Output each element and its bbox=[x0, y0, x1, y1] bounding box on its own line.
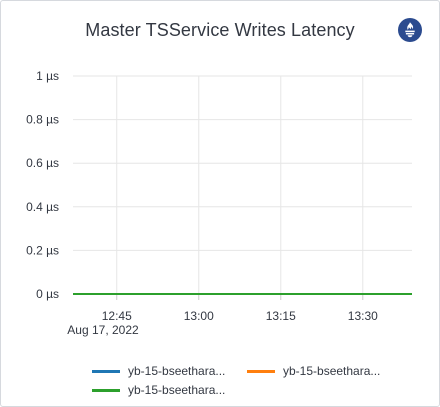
x-tick-label: 13:30 bbox=[348, 309, 378, 323]
legend-swatch bbox=[92, 369, 120, 373]
y-tick-label: 1 µs bbox=[36, 69, 59, 83]
legend-item[interactable]: yb-15-bseethara... bbox=[92, 364, 225, 378]
y-tick-label: 0.4 µs bbox=[26, 200, 59, 214]
legend-item[interactable]: yb-15-bseethara... bbox=[247, 364, 380, 378]
x-tick-label: 12:45 bbox=[102, 309, 132, 323]
legend-swatch bbox=[92, 388, 120, 392]
legend-label: yb-15-bseethara... bbox=[128, 383, 226, 397]
y-tick-label: 0.2 µs bbox=[26, 243, 59, 257]
y-tick-label: 0 µs bbox=[36, 287, 59, 301]
legend-swatch bbox=[247, 369, 275, 373]
legend-label: yb-15-bseethara... bbox=[128, 364, 226, 378]
x-axis-date-label: Aug 17, 2022 bbox=[67, 323, 139, 337]
x-tick-label: 13:00 bbox=[184, 309, 214, 323]
y-tick-label: 0.6 µs bbox=[26, 156, 59, 170]
legend-item[interactable]: yb-15-bseethara... bbox=[92, 383, 225, 397]
x-tick-label: 13:15 bbox=[266, 309, 296, 323]
y-tick-label: 0.8 µs bbox=[26, 113, 59, 127]
chart-title: Master TSService Writes Latency bbox=[85, 20, 355, 40]
prometheus-icon[interactable] bbox=[398, 18, 422, 42]
legend-label: yb-15-bseethara... bbox=[283, 364, 381, 378]
